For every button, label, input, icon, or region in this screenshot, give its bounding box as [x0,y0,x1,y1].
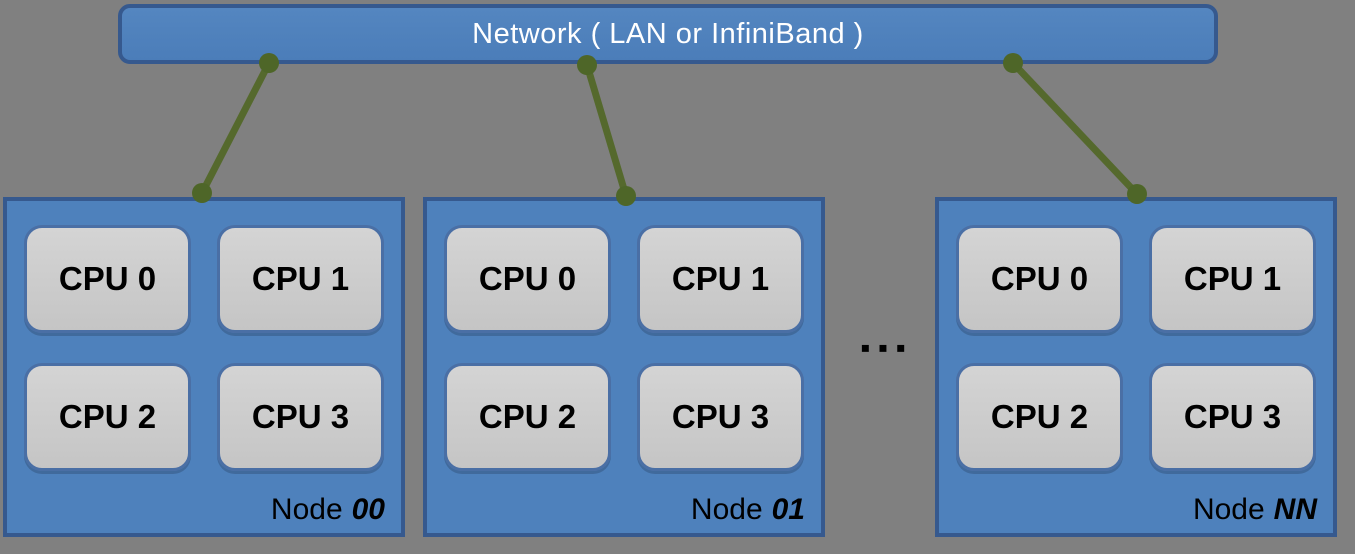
cpu-grid: CPU 0 CPU 1 CPU 2 CPU 3 [444,225,804,471]
node-label-prefix: Node [270,493,343,526]
cpu-grid: CPU 0 CPU 1 CPU 2 CPU 3 [24,225,384,471]
cpu-box: CPU 2 [444,363,611,471]
cpu-box: CPU 0 [444,225,611,333]
cpu-box: CPU 3 [217,363,384,471]
cpu-box: CPU 0 [956,225,1123,333]
node-label-id: 00 [351,493,385,526]
cpu-box: CPU 2 [24,363,191,471]
network-label: Network ( LAN or InfiniBand ) [472,17,864,50]
cpu-box: CPU 3 [1149,363,1316,471]
cpu-box: CPU 1 [637,225,804,333]
node-label-prefix: Node [1192,493,1265,526]
connector-line-node-nn [1010,60,1140,197]
cpu-box: CPU 2 [956,363,1123,471]
cpu-box: CPU 0 [24,225,191,333]
cpu-grid: CPU 0 CPU 1 CPU 2 CPU 3 [956,225,1316,471]
node-label-prefix: Node [690,493,763,526]
connector-line-node-01 [583,64,630,197]
connector-line-node-00 [198,61,273,195]
node-label-id: NN [1273,493,1317,526]
cpu-box: CPU 1 [1149,225,1316,333]
more-nodes-ellipsis: ▪ ▪ ▪ [860,332,906,363]
node-label-id: 01 [771,493,805,526]
network-box: Network ( LAN or InfiniBand ) [118,4,1218,64]
cpu-box: CPU 3 [637,363,804,471]
cpu-box: CPU 1 [217,225,384,333]
